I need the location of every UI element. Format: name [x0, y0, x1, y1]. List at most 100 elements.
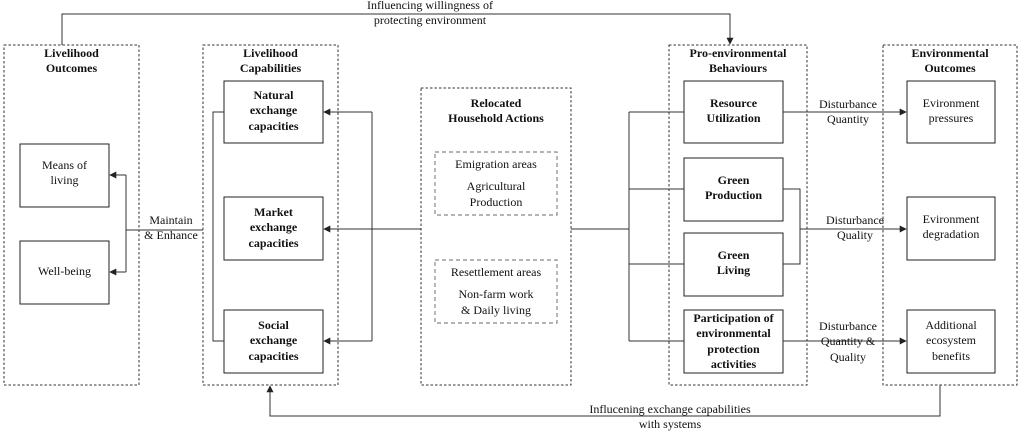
bottom-feedback-arrow: [266, 385, 941, 417]
gp-line2: Production: [704, 188, 763, 203]
top-feedback-arrow: [61, 13, 734, 45]
livelihood-outcomes-panel: [3, 44, 140, 386]
part-line3: protection: [707, 341, 760, 356]
env-title1: Environmental: [911, 46, 989, 60]
press-line1: Evironment: [922, 96, 980, 110]
social-line1: Social: [258, 318, 289, 332]
benefits-label: Additional ecosystem benefits: [907, 318, 995, 364]
degr-line1: Evironment: [922, 212, 980, 226]
green-bracket: [783, 188, 801, 265]
degradation-label: Evironment degradation: [907, 212, 995, 243]
top-flow-line1: Influencing willingness of: [367, 0, 493, 12]
resettlement-areas-box: [434, 259, 558, 324]
ben-line1: Additional: [925, 318, 977, 332]
lo-title2: Outcomes: [45, 61, 98, 76]
lo-title1: Livelihood: [44, 46, 99, 60]
beh-title2: Behaviours: [708, 61, 767, 76]
emigration-label: Emigration areas Agricultural Production: [435, 157, 557, 210]
d3-line1: Disturbance: [819, 319, 877, 333]
d1-line2: Quantity: [827, 112, 869, 127]
env-title2: Outcomes: [924, 61, 976, 76]
capabilities-left-bracket: [212, 111, 224, 342]
maintain-line1: Maintain: [149, 213, 193, 227]
natural-line3: capacities: [248, 118, 299, 133]
top-flow-line2: protecting environment: [373, 13, 487, 28]
means-of-living-box: [19, 143, 110, 208]
d3-line2: Quantity &: [820, 334, 876, 349]
degr-line2: degradation: [922, 227, 980, 242]
market-line2: exchange: [249, 220, 298, 235]
means-of-living-label: Means of living: [20, 158, 109, 189]
cap-title1: Livelihood: [243, 46, 298, 60]
d2-line1: Disturbance: [826, 213, 884, 227]
d3-line3: Quality: [830, 349, 866, 364]
press-line2: pressures: [928, 111, 974, 126]
env-outcomes-title: Environmental Outcomes: [883, 46, 1017, 77]
means-line2: living: [50, 173, 79, 188]
actions-title: Relocated Household Actions: [421, 96, 571, 127]
social-line3: capacities: [248, 348, 299, 363]
participation-box: [683, 309, 784, 374]
part-line1: Participation of: [693, 311, 774, 325]
capabilities-title: Livelihood Capabilities: [203, 46, 338, 77]
household-actions-panel: [420, 87, 572, 386]
natural-line1: Natural: [253, 88, 294, 102]
resettlement-line2: & Daily living: [461, 302, 531, 317]
bottom-flow-line2: with systems: [638, 417, 702, 432]
gp-line1: Green: [717, 173, 750, 187]
resource-line2: Utilization: [706, 111, 761, 126]
participation-label: Participation of environmental protectio…: [684, 311, 783, 372]
d1-line1: Disturbance: [819, 97, 877, 111]
disturbance-1-label: Disturbance Quantity: [808, 97, 888, 128]
ben-line3: benefits: [932, 348, 970, 363]
top-feedback-label: Influencing willingness of protecting en…: [330, 0, 530, 29]
environment-pressures-box: [906, 80, 996, 144]
act-title2: Household Actions: [448, 111, 544, 126]
emigration-head: Emigration areas: [455, 157, 537, 171]
green-production-label: Green Production: [684, 173, 783, 204]
behaviours-title: Pro-environmental Behaviours: [669, 46, 807, 77]
gl-line2: Living: [716, 263, 751, 278]
market-exchange-label: Market exchange capacities: [224, 205, 323, 251]
ben-line2: ecosystem: [926, 333, 976, 348]
wellbeing-text: Well-being: [37, 264, 91, 278]
livelihood-capabilities-panel: [202, 44, 339, 386]
resettlement-line1: Non-farm work: [458, 287, 534, 302]
d2-line2: Quality: [837, 228, 873, 243]
resource-line1: Resource: [709, 96, 758, 110]
pressures-label: Evironment pressures: [907, 96, 995, 127]
resource-utilization-label: Resource Utilization: [684, 96, 783, 127]
natural-exchange-label: Natural exchange capacities: [224, 88, 323, 134]
bottom-feedback-label: Influcening exchange capabilities with s…: [560, 402, 780, 433]
green-living-label: Green Living: [684, 248, 783, 279]
emigration-line1: Agricultural: [466, 179, 526, 194]
cap-title2: Capabilities: [239, 61, 302, 76]
green-living-box: [683, 232, 784, 297]
emigration-areas-box: [434, 151, 558, 216]
means-line1: Means of: [42, 158, 87, 172]
act-title1: Relocated: [470, 96, 522, 110]
emigration-line2: Production: [469, 194, 523, 209]
social-exchange-label: Social exchange capacities: [224, 318, 323, 364]
market-line3: capacities: [248, 235, 299, 250]
environmental-outcomes-panel: [882, 44, 1018, 386]
social-line2: exchange: [249, 333, 298, 348]
market-exchange-box: [223, 196, 324, 261]
natural-line2: exchange: [249, 103, 298, 118]
well-being-label: Well-being: [20, 264, 109, 279]
part-line2: environmental: [696, 326, 771, 341]
market-line1: Market: [254, 205, 293, 219]
environment-degradation-box: [906, 196, 996, 261]
maintain-line2: & Enhance: [144, 228, 198, 243]
beh-title1: Pro-environmental: [689, 46, 787, 60]
ecosystem-benefits-box: [906, 309, 996, 374]
part-line4: activities: [710, 357, 757, 372]
livelihood-outcomes-title: Livelihood Outcomes: [4, 46, 139, 77]
pro-environmental-behaviours-panel: [668, 44, 808, 386]
gl-line1: Green: [717, 248, 750, 262]
maintain-enhance-label: Maintain & Enhance: [139, 213, 203, 244]
disturbance-2-label: Disturbance Quality: [815, 213, 895, 244]
resettlement-head: Resettlement areas: [450, 265, 542, 279]
resettlement-label: Resettlement areas Non-farm work & Daily…: [435, 265, 557, 318]
